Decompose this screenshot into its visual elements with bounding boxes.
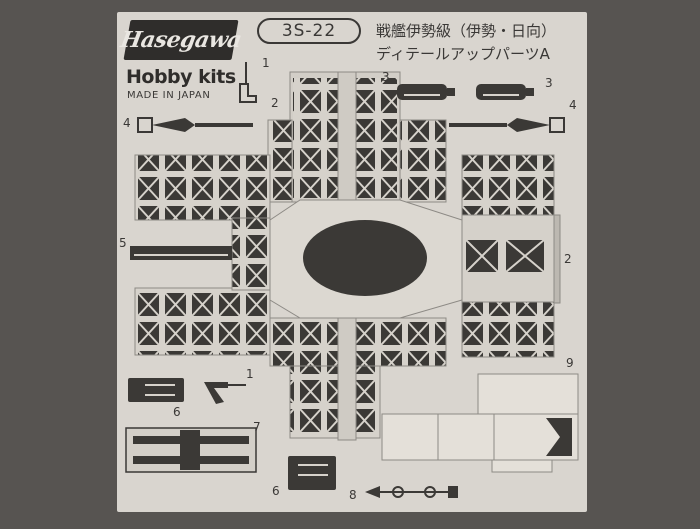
part-number: 3 xyxy=(382,70,390,84)
part-2-strip xyxy=(553,214,561,304)
part-number: 2 xyxy=(564,252,572,266)
part-4-right xyxy=(449,117,565,133)
part-number: 7 xyxy=(253,420,261,434)
part-6-left xyxy=(128,378,184,402)
part-5-ladder xyxy=(130,246,232,260)
cross-arm-top xyxy=(289,71,401,203)
part-number: 5 xyxy=(119,236,127,250)
cross-arm-right xyxy=(461,154,555,358)
part-number: 1 xyxy=(246,367,254,381)
part-number: 6 xyxy=(272,484,280,498)
part-1-bracket xyxy=(239,62,257,103)
part-number: 3 xyxy=(545,76,553,90)
part-6-bottom xyxy=(288,456,336,490)
made-in-label: MADE IN JAPAN xyxy=(127,90,211,101)
part-3-right xyxy=(476,84,534,100)
part-number: 4 xyxy=(123,116,131,130)
part-4-left xyxy=(137,117,253,133)
part-8-chain xyxy=(365,486,458,498)
part-1-bracket-bottom xyxy=(204,382,246,404)
hobby-kits-label: Hobby kits xyxy=(126,66,236,88)
part-number: 8 xyxy=(349,488,357,502)
part-number: 1 xyxy=(262,56,270,70)
product-code: 3S-22 xyxy=(257,18,361,44)
part-number: 9 xyxy=(566,356,574,370)
part-number: 6 xyxy=(173,405,181,419)
part-number: 2 xyxy=(271,96,279,110)
part-3-left xyxy=(397,84,455,100)
cross-arm-top-side xyxy=(267,119,447,203)
central-platform xyxy=(269,199,463,319)
part-number: 4 xyxy=(569,98,577,112)
brand-name: Hasegawa xyxy=(118,27,244,53)
cross-arm-left xyxy=(134,154,271,356)
title-line-2: ディテールアップパーツA xyxy=(376,45,550,63)
title-line-1: 戦艦伊勢級（伊勢・日向） xyxy=(376,22,557,40)
hasegawa-logo: Hasegawa xyxy=(119,20,243,60)
cross-arm-bottom xyxy=(269,317,447,441)
part-7-rack xyxy=(125,427,257,473)
part-9-plate xyxy=(381,373,579,473)
